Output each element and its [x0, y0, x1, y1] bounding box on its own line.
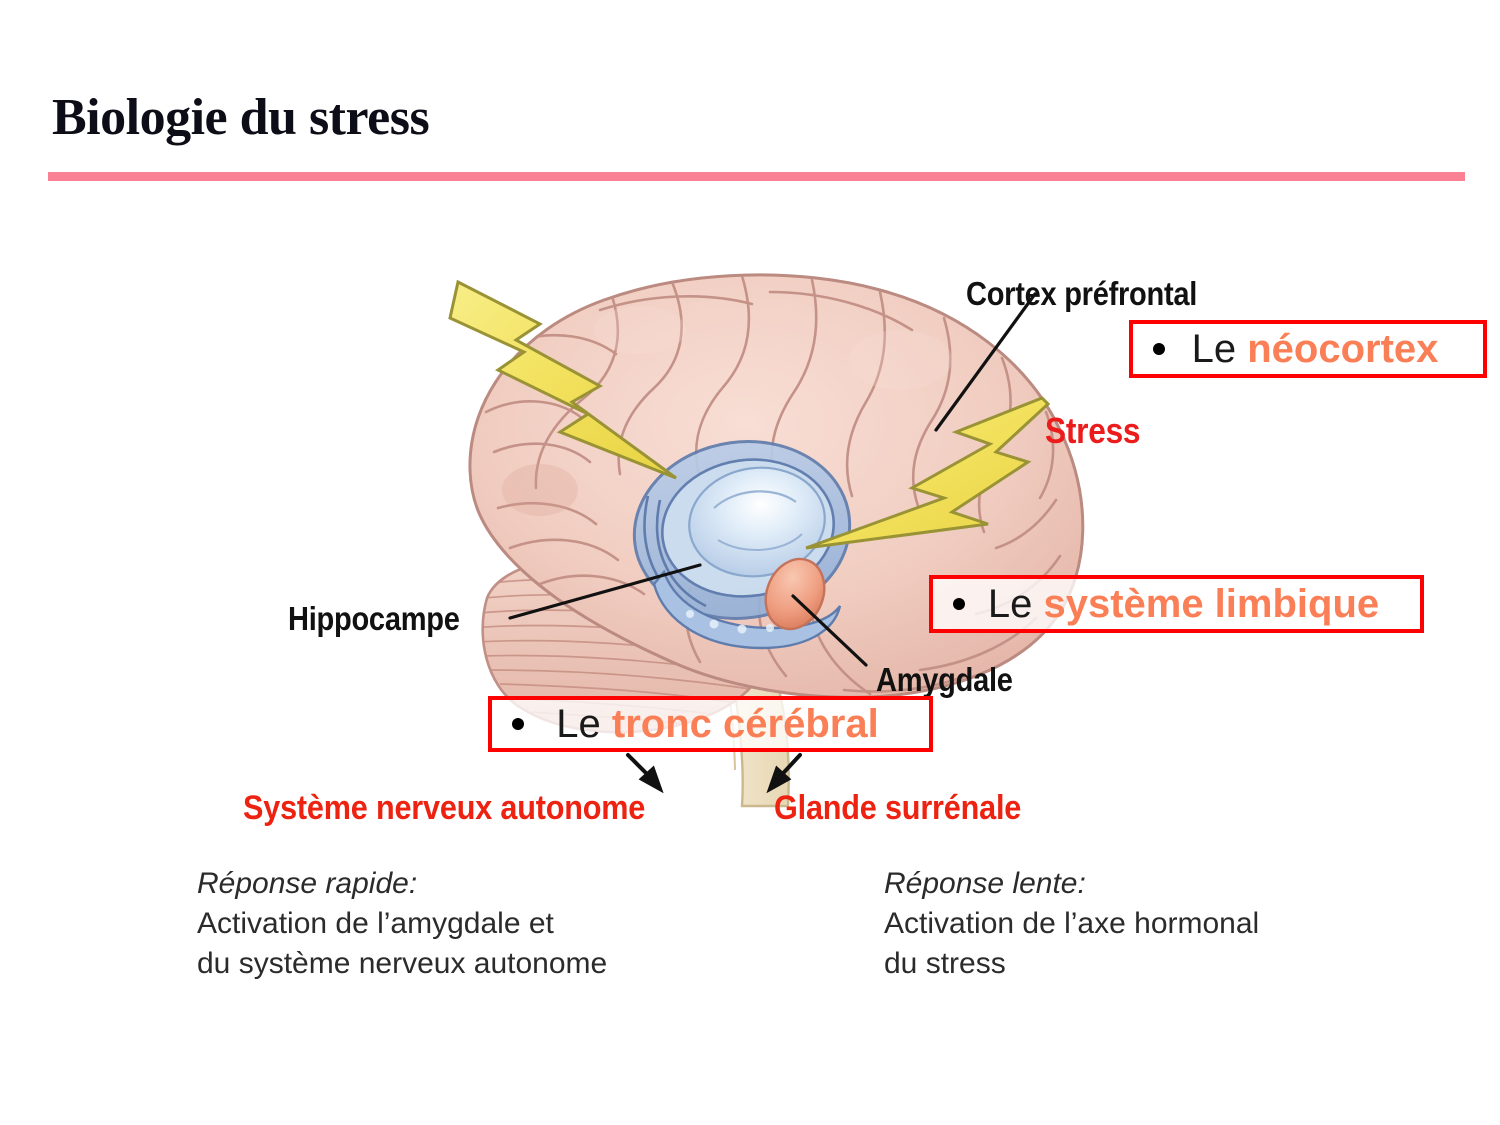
caption-right-heading: Réponse lente: [884, 867, 1086, 900]
arrow-left-head [638, 765, 664, 794]
callout-tronc-cerebral[interactable]: Le tronc cérébral [488, 696, 933, 752]
leader-hippocampe [508, 563, 702, 620]
bullet-icon [1153, 343, 1165, 355]
callout-lead: Le [556, 701, 612, 746]
title-underline-rule [48, 172, 1465, 181]
arrow-right-head [766, 765, 792, 794]
callout-highlight: néocortex [1247, 326, 1439, 371]
caption-right-line2: du stress [884, 946, 1006, 980]
caption-right-line1: Activation de l’axe hormonal [884, 906, 1260, 940]
caption-reponse-rapide: Réponse rapide: Activation de l’amygdale… [197, 864, 607, 984]
callout-tronc-text: Le tronc cérébral [524, 702, 929, 747]
callout-neocortex[interactable]: Le néocortex [1129, 320, 1487, 378]
label-hippocampe: Hippocampe [288, 600, 460, 637]
lightning-bolt-right [805, 396, 1051, 550]
label-systeme-nerveux-autonome: Système nerveux autonome [243, 789, 646, 827]
callout-highlight: tronc cérébral [611, 701, 879, 746]
callout-lead: Le [1191, 326, 1248, 371]
label-amygdale: Amygdale [876, 661, 1013, 698]
leader-lines [508, 292, 1037, 667]
page-title: Biologie du stress [52, 89, 430, 146]
caption-left-line2: du système nerveux autonome [197, 946, 608, 980]
lightning-bolt-left [448, 279, 677, 480]
callout-limbique-text: Le système limbique [965, 582, 1420, 627]
bullet-icon [953, 598, 965, 610]
callout-systeme-limbique[interactable]: Le système limbique [929, 575, 1424, 633]
callout-lead: Le [987, 581, 1044, 626]
label-cortex-prefrontal: Cortex préfrontal [966, 275, 1198, 312]
callout-neocortex-text: Le néocortex [1165, 327, 1483, 372]
outcome-arrows [626, 753, 802, 794]
callout-highlight: système limbique [1043, 581, 1380, 626]
bullet-icon [512, 718, 524, 730]
caption-left-line1: Activation de l’amygdale et [197, 906, 554, 940]
leader-cortex [934, 292, 1037, 432]
caption-reponse-lente: Réponse lente: Activation de l’axe hormo… [884, 864, 1259, 984]
label-stress: Stress [1045, 410, 1141, 451]
leader-amygdale [791, 594, 868, 667]
caption-left-heading: Réponse rapide: [197, 867, 418, 900]
label-glande-surrenale: Glande surrénale [774, 789, 1022, 827]
